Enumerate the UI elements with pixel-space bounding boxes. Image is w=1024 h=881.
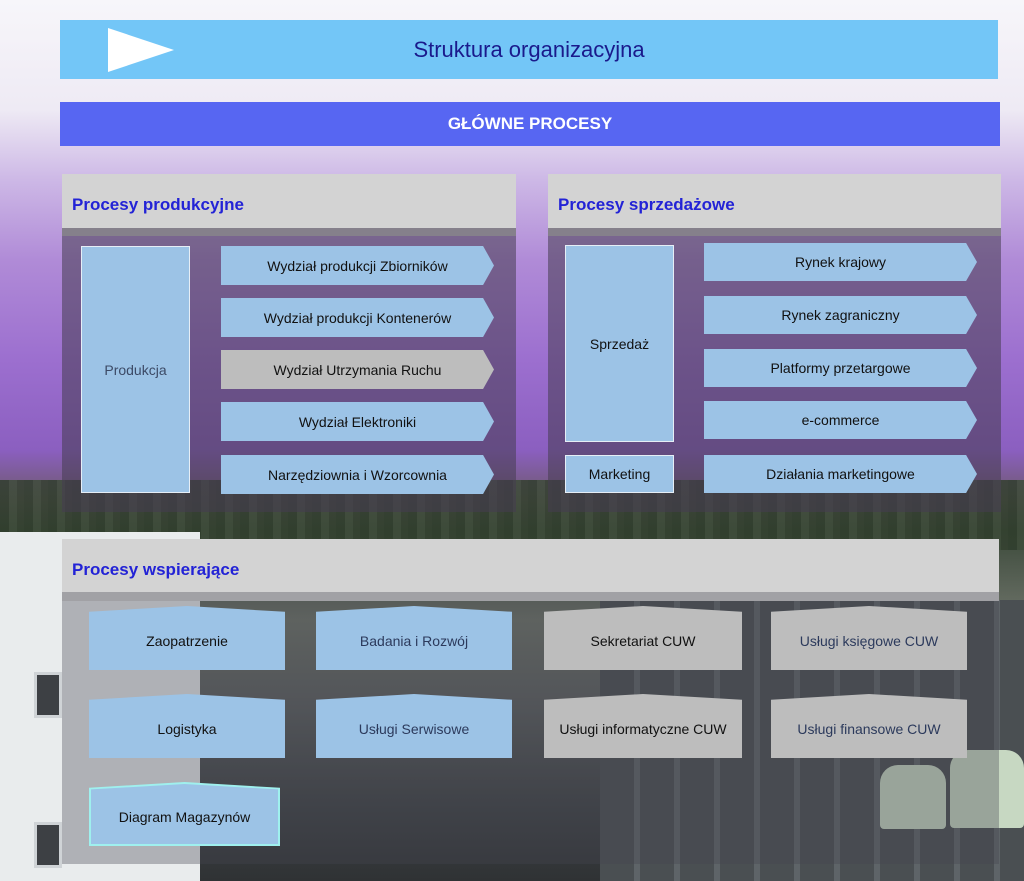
sales-item[interactable]: Działania marketingowe xyxy=(704,455,977,493)
production-item[interactable]: Wydział Elektroniki xyxy=(221,402,494,441)
support-item[interactable]: Zaopatrzenie xyxy=(89,606,285,670)
support-heading: Procesy wspierające xyxy=(62,539,999,601)
support-item[interactable]: Logistyka xyxy=(89,694,285,758)
support-item[interactable]: Usługi księgowe CUW xyxy=(771,606,967,670)
support-item-outline: Diagram Magazynów xyxy=(89,782,280,846)
header-banner: Struktura organizacyjna xyxy=(60,20,998,79)
page-title: Struktura organizacyjna xyxy=(413,37,645,62)
play-icon[interactable] xyxy=(108,28,174,72)
support-item[interactable]: Sekretariat CUW xyxy=(544,606,742,670)
sales-heading: Procesy sprzedażowe xyxy=(548,174,1001,236)
marketing-root[interactable]: Marketing xyxy=(565,455,674,493)
production-item[interactable]: Narzędziownia i Wzorcownia xyxy=(221,455,494,494)
support-item[interactable]: Usługi informatyczne CUW xyxy=(544,694,742,758)
sales-item[interactable]: Platformy przetargowe xyxy=(704,349,977,387)
support-item[interactable]: Badania i Rozwój xyxy=(316,606,512,670)
production-item[interactable]: Wydział produkcji Zbiorników xyxy=(221,246,494,285)
sales-item[interactable]: Rynek zagraniczny xyxy=(704,296,977,334)
support-item[interactable]: Diagram Magazynów xyxy=(91,784,278,844)
support-item[interactable]: Usługi Serwisowe xyxy=(316,694,512,758)
sales-item[interactable]: Rynek krajowy xyxy=(704,243,977,281)
support-item[interactable]: Usługi finansowe CUW xyxy=(771,694,967,758)
sales-item[interactable]: e-commerce xyxy=(704,401,977,439)
production-item[interactable]: Wydział Utrzymania Ruchu xyxy=(221,350,494,389)
sales-root[interactable]: Sprzedaż xyxy=(565,245,674,442)
production-item[interactable]: Wydział produkcji Kontenerów xyxy=(221,298,494,337)
main-processes-bar[interactable]: GŁÓWNE PROCESY xyxy=(60,102,1000,146)
production-heading: Procesy produkcyjne xyxy=(62,174,516,236)
production-root[interactable]: Produkcja xyxy=(81,246,190,493)
